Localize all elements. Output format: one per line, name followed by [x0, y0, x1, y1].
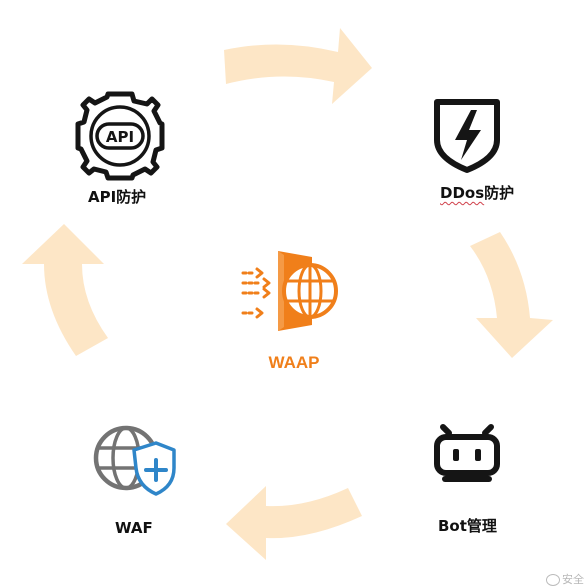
ddos-label-prefix: DDos — [440, 184, 485, 202]
bot-management-label: Bot管理 — [438, 517, 497, 535]
watermark-text: 安全 — [562, 573, 584, 586]
robot-icon — [434, 424, 500, 482]
api-gear-icon: API — [75, 91, 165, 181]
shield-lightning-icon — [434, 99, 500, 173]
waap-door-globe-icon — [241, 251, 338, 331]
waap-center-label: WAAP — [268, 353, 320, 372]
waf-label: WAF — [115, 519, 153, 537]
api-badge-text: API — [106, 128, 134, 146]
weibo-icon — [546, 574, 560, 586]
cycle-arrow-right — [470, 232, 553, 358]
watermark: 安全 — [546, 571, 584, 587]
globe-shield-icon — [93, 425, 176, 496]
ddos-protection-label: DDos防护 — [440, 182, 514, 203]
cycle-arrow-bottom — [226, 486, 362, 560]
cycle-arrow-left — [22, 224, 108, 356]
cycle-arrow-top — [224, 28, 372, 104]
incoming-traffic-arrows — [241, 267, 271, 319]
ddos-label-suffix: 防护 — [484, 184, 515, 202]
api-protection-label: API防护 — [88, 188, 147, 206]
